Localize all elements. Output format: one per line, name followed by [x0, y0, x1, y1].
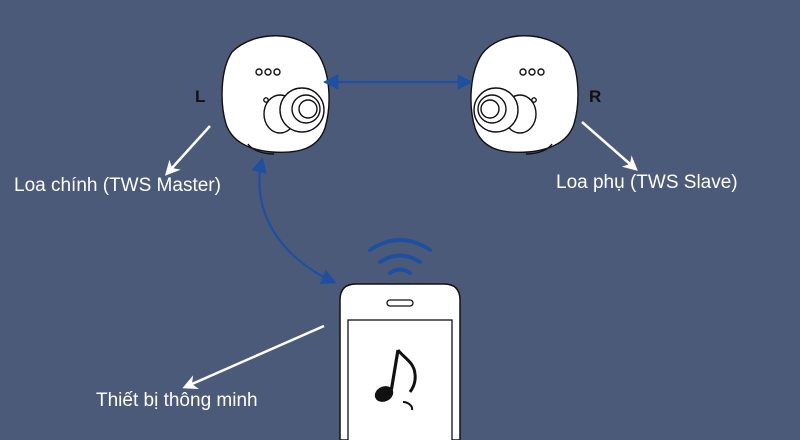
- slave-pointer-arrow: [581, 121, 638, 171]
- master-pointer-arrow: [164, 125, 211, 176]
- left-side-label: L: [195, 87, 206, 106]
- wifi-signal-icon: [368, 238, 432, 275]
- device-label: Thiết bị thông minh: [96, 390, 258, 411]
- device-pointer-arrow: [182, 324, 325, 390]
- master-label: Loa chính (TWS Master): [14, 175, 221, 196]
- phone-link-arrow: [251, 157, 337, 285]
- right-side-label: R: [589, 87, 602, 106]
- slave-label: Loa phụ (TWS Slave): [556, 172, 738, 193]
- music-note-icon: [374, 349, 417, 411]
- smartphone-icon: [339, 283, 461, 440]
- earbud-left-icon: [221, 35, 330, 155]
- earbud-right-icon: [470, 35, 579, 155]
